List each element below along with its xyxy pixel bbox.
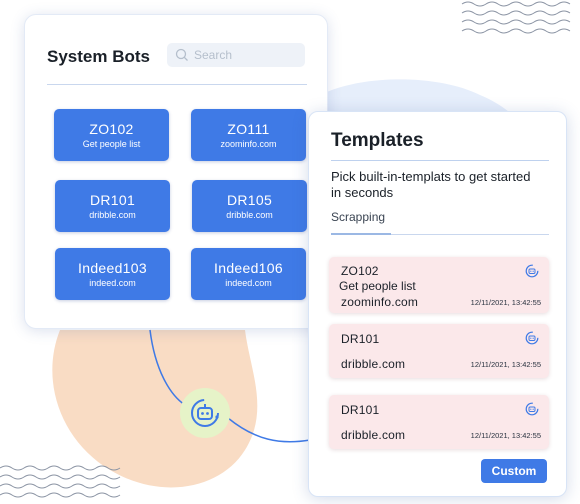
bot-subtitle: Get people list xyxy=(82,138,141,149)
bot-subtitle: zoominfo.com xyxy=(220,138,277,149)
bot-code: Indeed106 xyxy=(214,259,283,276)
bot-subtitle: indeed.com xyxy=(89,277,136,288)
connector-line xyxy=(149,329,186,406)
peach-blob xyxy=(52,330,258,488)
template-card-dr101[interactable]: DR101 dribble.com 12/11/2021, 13:42:55 xyxy=(329,395,549,449)
tab-scrapping[interactable]: Scrapping xyxy=(331,210,386,224)
template-name: DR101 xyxy=(341,332,380,346)
template-card-dr101[interactable]: DR101 dribble.com 12/11/2021, 13:42:55 xyxy=(329,324,549,378)
wave-pattern-bottom xyxy=(0,465,121,498)
bot-icon[interactable] xyxy=(525,331,539,345)
template-site: dribble.com xyxy=(341,357,406,371)
tab-underline xyxy=(331,234,549,235)
bot-card-indeed103[interactable]: Indeed103 indeed.com xyxy=(55,248,170,300)
bot-card-zo102[interactable]: ZO102 Get people list xyxy=(54,109,169,161)
bot-icon[interactable] xyxy=(525,402,539,416)
bot-subtitle: indeed.com xyxy=(225,277,272,288)
search-input[interactable]: Search xyxy=(167,43,305,67)
divider xyxy=(331,160,549,161)
template-name: DR101 xyxy=(341,403,380,417)
templates-subtitle: Pick built-in-templats to get started in… xyxy=(331,169,531,200)
system-bots-title: System Bots xyxy=(47,47,150,66)
wave-pattern-top xyxy=(461,1,571,34)
bot-card-zo111[interactable]: ZO111 zoominfo.com xyxy=(191,109,306,161)
template-timestamp: 12/11/2021, 13:42:55 xyxy=(470,431,541,440)
divider xyxy=(47,84,307,85)
bot-subtitle: dribble.com xyxy=(89,209,136,220)
template-description: Get people list xyxy=(339,279,416,293)
template-site: dribble.com xyxy=(341,428,406,442)
templates-panel: Templates Pick built-in-templats to get … xyxy=(308,111,567,497)
tab-active-indicator xyxy=(331,233,391,235)
template-card-zo102[interactable]: ZO102 Get people list zoominfo.com 12/11… xyxy=(329,257,549,313)
template-timestamp: 12/11/2021, 13:42:55 xyxy=(470,360,541,369)
template-name: ZO102 xyxy=(341,264,379,278)
search-placeholder: Search xyxy=(194,48,233,62)
template-timestamp: 12/11/2021, 13:42:55 xyxy=(470,298,541,307)
templates-title: Templates xyxy=(331,130,424,151)
bot-subtitle: dribble.com xyxy=(226,209,273,220)
bot-card-indeed106[interactable]: Indeed106 indeed.com xyxy=(191,248,306,300)
bot-card-dr105[interactable]: DR105 dribble.com xyxy=(192,180,307,232)
bot-code: ZO102 xyxy=(89,120,134,137)
bot-card-dr101[interactable]: DR101 dribble.com xyxy=(55,180,170,232)
bot-code: DR105 xyxy=(226,191,273,208)
bot-code: DR101 xyxy=(89,191,136,208)
robot-badge xyxy=(180,388,230,438)
connector-line xyxy=(227,417,311,443)
bot-icon[interactable] xyxy=(525,264,539,278)
search-icon xyxy=(175,48,188,61)
system-bots-panel: System Bots Search ZO102 Get people list… xyxy=(24,14,328,329)
bot-code: ZO111 xyxy=(227,120,270,137)
robot-icon xyxy=(191,399,219,427)
bot-code: Indeed103 xyxy=(78,259,147,276)
template-site: zoominfo.com xyxy=(341,295,419,309)
custom-button[interactable]: Custom xyxy=(481,459,547,483)
